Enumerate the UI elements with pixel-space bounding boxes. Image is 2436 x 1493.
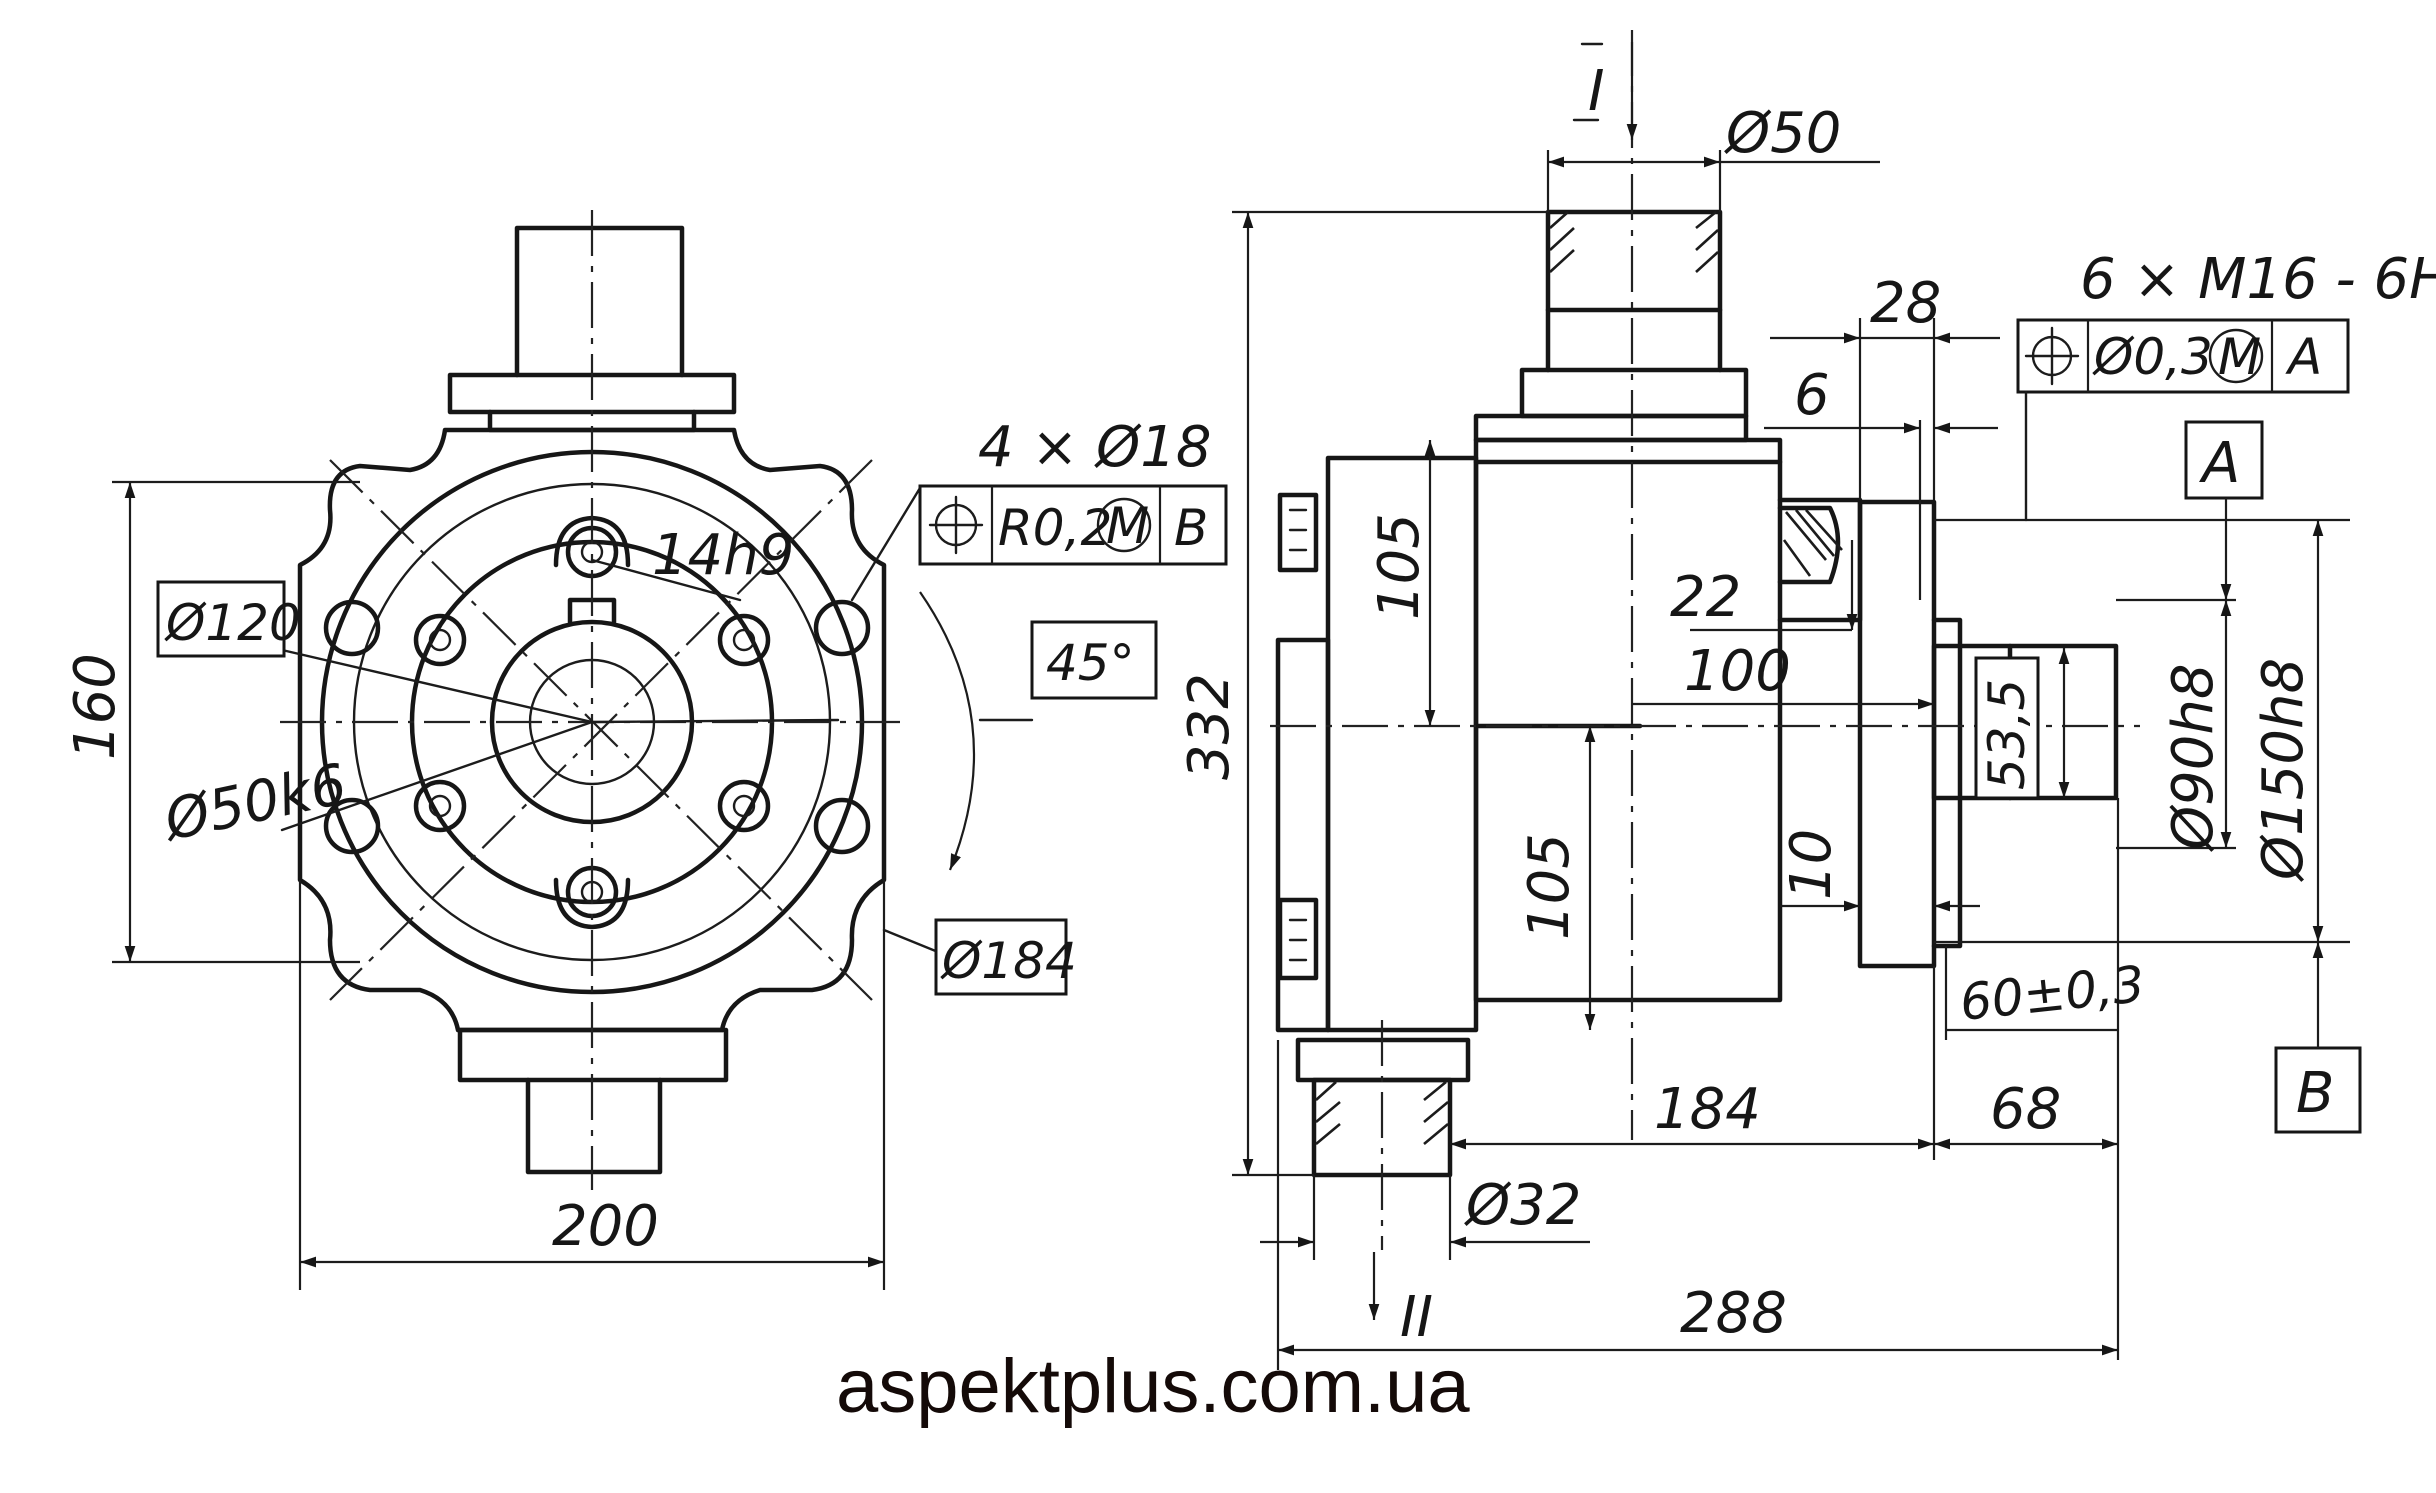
side-view: 332 Ø50 I 105 105 28 6 22 10: [1177, 30, 2436, 1370]
side-dim-flange: Ø150h8: [2251, 658, 2316, 882]
front-position-tolerance-frame: R0,2 M B: [918, 484, 1228, 566]
front-dim-flange: Ø184: [940, 932, 1077, 990]
front-bottom-shaft: [525, 1077, 663, 1175]
front-top-shaft: [514, 225, 685, 378]
front-top-collar: [447, 372, 737, 415]
side-dim-6: 6: [1794, 363, 1830, 428]
side-tolerance-datum: A: [2285, 328, 2322, 386]
front-dim-height: 160: [63, 653, 128, 760]
side-dim-100: 100: [1684, 639, 1791, 704]
front-tolerance-value: R0,2: [998, 499, 1112, 557]
side-dim-overall-length: 288: [1680, 1281, 1787, 1346]
front-mounting-holes: [323, 599, 871, 855]
front-dim-key: 14h9: [652, 523, 794, 588]
side-dim-lower-half: 105: [1517, 833, 1582, 940]
side-datum-b: B: [2296, 1061, 2334, 1126]
front-bottom-collar: [457, 1027, 729, 1083]
front-view: 200 160 Ø120 Ø50k6 14h9 Ø184 45° 4 × Ø18: [63, 210, 1228, 1290]
front-dim-width: 200: [552, 1194, 659, 1259]
side-view-arrow-bottom: II: [1400, 1285, 1433, 1350]
front-dim-shaft: Ø50k6: [157, 752, 352, 854]
side-dim-28: 28: [1870, 271, 1941, 336]
side-threads-note: 6 × M16 - 6H: [2080, 247, 2436, 312]
front-tolerance-datum: B: [1174, 499, 1208, 557]
side-tolerance-value: Ø0,3: [2092, 328, 2213, 386]
side-dim-top-shaft: Ø50: [1724, 101, 1841, 166]
side-datum-a: A: [2199, 431, 2240, 496]
side-dim-overall-height: 332: [1177, 673, 1242, 780]
datum-a-box: [2184, 420, 2264, 500]
side-tolerance-modifier: M: [2218, 328, 2261, 386]
side-dim-bottom-shaft: Ø32: [1464, 1173, 1581, 1238]
side-pilot: [1931, 643, 2119, 801]
front-dim-bolt-circle: Ø120: [164, 594, 301, 652]
side-top-collar: [1519, 367, 1749, 419]
side-view-arrow-top: I: [1588, 59, 1605, 124]
side-dim-53-5: 53,5: [1978, 679, 2036, 790]
side-dim-10: 10: [1779, 829, 1844, 900]
front-tolerance-modifier: M: [1106, 497, 1149, 555]
side-bottom-collar: [1295, 1037, 1471, 1083]
side-top-shaft: [1545, 209, 1723, 313]
front-dim-angle: 45°: [1046, 634, 1135, 692]
watermark-text: aspektplus.com.ua: [836, 1344, 1470, 1429]
side-dim-pilot: Ø90h8: [2161, 664, 2226, 852]
side-dim-184: 184: [1654, 1077, 1761, 1142]
side-dim-68: 68: [1990, 1077, 2061, 1142]
side-dim-upper-half: 105: [1367, 513, 1432, 620]
side-position-tolerance-frame: Ø0,3 M A: [2016, 318, 2350, 394]
front-holes-note: 4 × Ø18: [978, 415, 1212, 480]
side-flange-plate: [1857, 499, 1937, 969]
side-dim-22: 22: [1670, 565, 1741, 630]
